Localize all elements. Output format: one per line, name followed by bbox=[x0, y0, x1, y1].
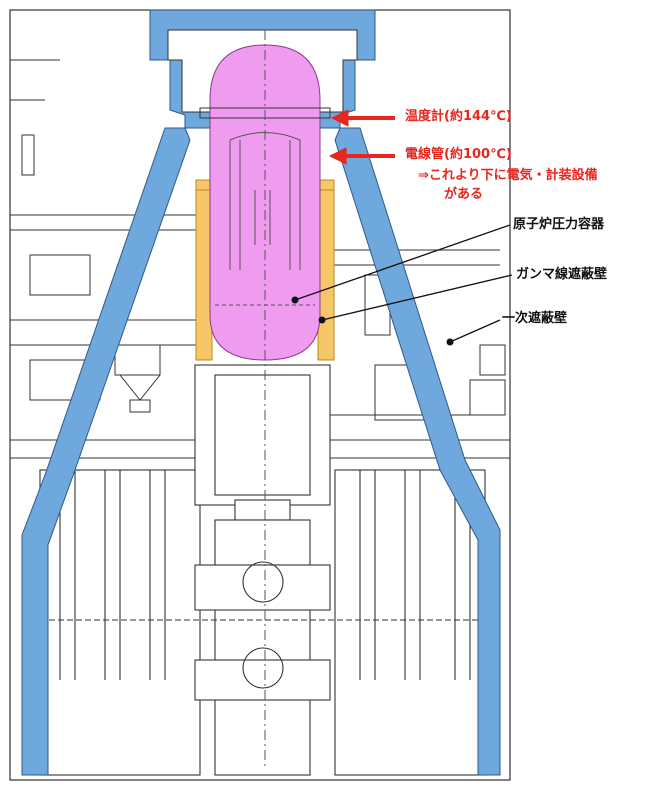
red-arrows bbox=[328, 109, 395, 165]
primary-shield-label: 一次遮蔽壁 bbox=[502, 311, 568, 326]
conduit-note-line1: ⇒これより下に電気・計装設備 bbox=[418, 168, 598, 183]
leader-lines bbox=[294, 224, 513, 343]
gamma-shield-label: ガンマ線遮蔽壁 bbox=[516, 267, 608, 282]
lower-structures bbox=[39, 364, 486, 776]
gamma-leader-dot bbox=[318, 316, 326, 324]
thermometer-label: 温度計(約144℃) bbox=[405, 109, 512, 124]
rpv-leader-dot bbox=[291, 296, 299, 304]
reactor-pressure-vessel bbox=[199, 30, 331, 770]
conduit-label: 電線管(約100℃) bbox=[405, 147, 512, 162]
rpv-label: 原子炉圧力容器 bbox=[513, 217, 605, 232]
left-arrow-icon bbox=[330, 109, 349, 127]
left-arrow-icon bbox=[328, 147, 347, 165]
shield-leader-dot bbox=[446, 338, 454, 346]
conduit-note-line2: がある bbox=[444, 187, 484, 202]
